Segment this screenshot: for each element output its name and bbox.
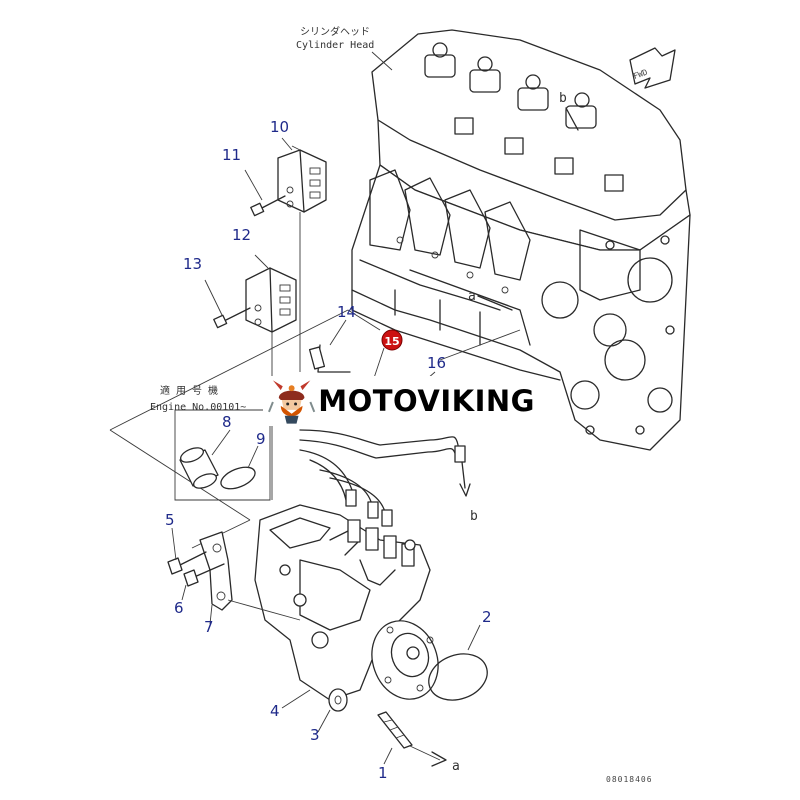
bolt-11 — [244, 169, 286, 217]
applicable-jp-label: 適 用 号 機 — [160, 384, 218, 397]
leader-lines — [171, 137, 481, 765]
injection-pump — [254, 504, 439, 701]
assembly-frame — [109, 309, 381, 549]
callout-13: 13 — [183, 255, 202, 273]
watermark-text: MOTOVIKING — [318, 384, 535, 418]
bracket-10-group — [277, 145, 327, 372]
viking-logo-icon — [268, 380, 316, 424]
callout-3: 3 — [310, 726, 320, 744]
marker-15: 15 — [373, 329, 403, 379]
ref-a-stud-end: a — [452, 759, 460, 774]
callout-7: 7 — [204, 618, 214, 636]
o-ring-2 — [428, 653, 488, 701]
stud-1 — [377, 711, 447, 767]
ref-b-pipe-end: b — [470, 509, 478, 524]
callout-11: 11 — [222, 146, 241, 164]
callout-1: 1 — [378, 764, 388, 782]
engine-block: a b FWD — [351, 29, 691, 451]
bolt-6 — [183, 563, 225, 587]
callout-16: 16 — [427, 354, 446, 372]
o-ring-9 — [220, 466, 256, 490]
callout-10: 10 — [270, 118, 289, 136]
cylinder-head-en-label: Cylinder Head — [296, 40, 374, 51]
bracket-7 — [199, 531, 301, 621]
washer-3 — [328, 688, 348, 712]
callout-6: 6 — [174, 599, 184, 617]
callout-4: 4 — [270, 702, 280, 720]
sleeve-8 — [179, 447, 219, 489]
bolt-13 — [204, 279, 251, 329]
cylinder-head-jp-label: シリンダヘッド — [300, 25, 370, 38]
fwd-arrow-icon — [629, 47, 676, 89]
callout-9: 9 — [256, 430, 266, 448]
callout-14: 14 — [337, 303, 356, 321]
callout-12: 12 — [232, 226, 251, 244]
callout-15-text: 15 — [384, 335, 399, 348]
callout-2: 2 — [482, 608, 492, 626]
bolt-5 — [167, 551, 207, 575]
callout-8: 8 — [222, 413, 232, 431]
injection-pipes — [299, 329, 521, 527]
ref-b-on-head: b — [559, 91, 567, 106]
drawing-number: 08018406 — [606, 775, 653, 784]
watermark-banner: MOTOVIKING — [263, 376, 535, 426]
ref-a-on-block: a — [468, 289, 476, 304]
engine-number-label: Engine No.00101~ — [150, 402, 246, 413]
callout-5: 5 — [165, 511, 175, 529]
